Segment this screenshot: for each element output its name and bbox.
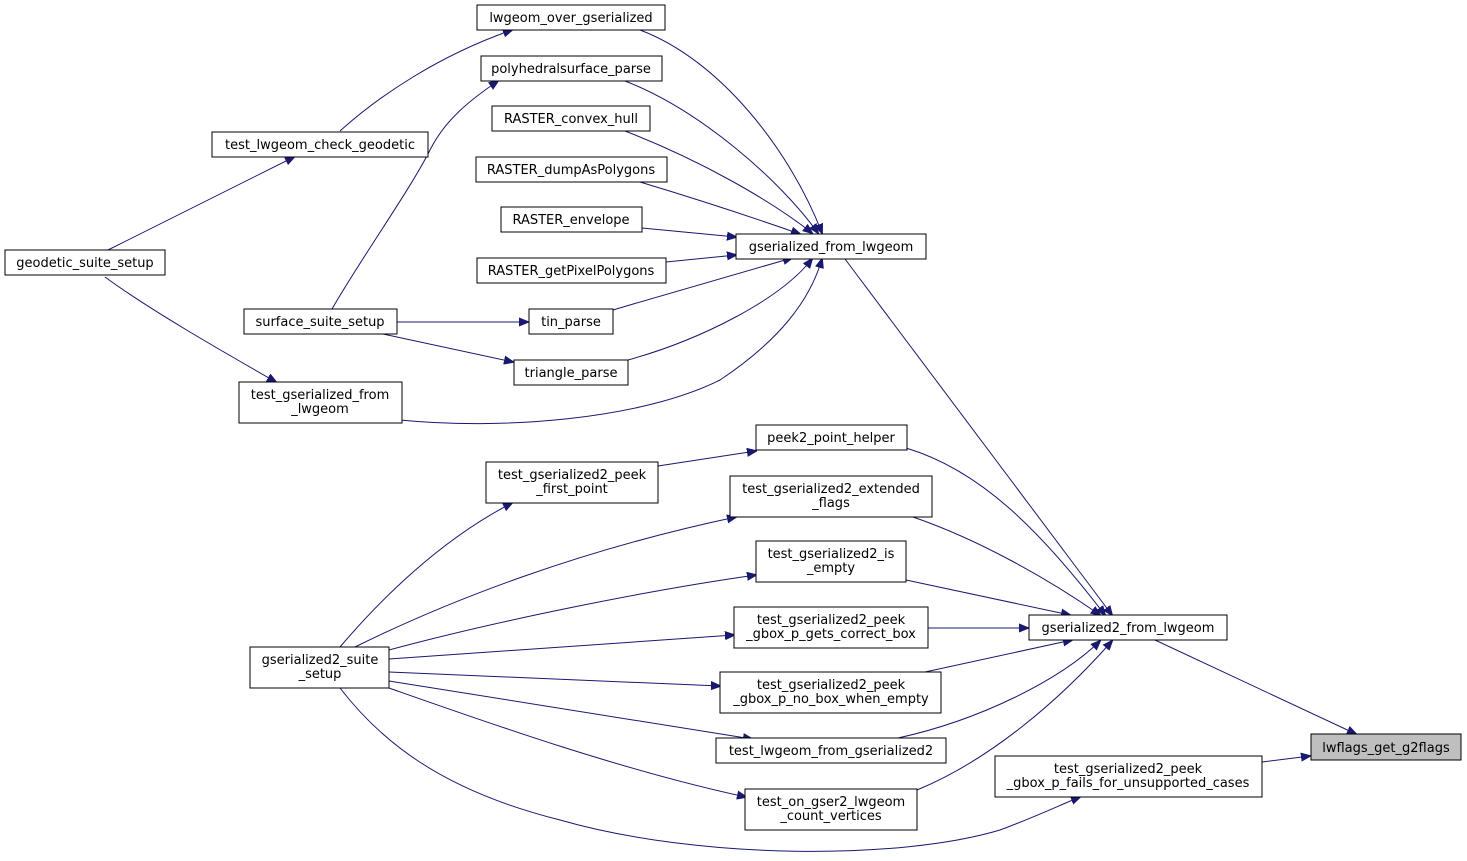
edge-raster-convex-hull-to-gserialized-from-lwgeom xyxy=(624,130,812,233)
node-test-gserialized2-extended-flags[interactable]: test_gserialized2_extended _flags xyxy=(729,475,933,518)
svg-text:_setup: _setup xyxy=(298,667,342,682)
node-test-lwgeom-check-geodetic[interactable]: test_lwgeom_check_geodetic xyxy=(211,131,429,158)
edge-test-gserialized-from-lwgeom-to-gserialized-from-lwgeom xyxy=(399,259,822,425)
edge-polyhedralsurface-parse-to-gserialized-from-lwgeom xyxy=(624,80,818,233)
edge-surface-suite-setup-to-polyhedralsurface-parse xyxy=(331,81,498,310)
node-peek2-point-helper[interactable]: peek2_point_helper xyxy=(755,424,908,451)
svg-text:_empty: _empty xyxy=(806,561,856,576)
svg-text:RASTER_getPixelPolygons: RASTER_getPixelPolygons xyxy=(488,264,655,279)
edge-suite-setup-to-gets-correct-box xyxy=(388,635,734,660)
svg-text:_flags: _flags xyxy=(811,496,850,511)
edge-triangle-parse-to-gserialized-from-lwgeom xyxy=(627,259,812,361)
svg-text:test_gserialized2_extended: test_gserialized2_extended xyxy=(742,482,920,497)
node-test-on-gser2-lwgeom-count-vertices[interactable]: test_on_gser2_lwgeom _count_vertices xyxy=(744,788,918,831)
svg-text:RASTER_envelope: RASTER_envelope xyxy=(512,213,629,228)
edge-suite-setup-to-test-lwgeom-from-gserialized2 xyxy=(388,680,752,739)
edge-lwgeom-over-gserialized-to-gserialized-from-lwgeom xyxy=(639,29,822,233)
svg-text:test_gserialized_from: test_gserialized_from xyxy=(251,388,389,403)
node-raster-getpixelpolygons[interactable]: RASTER_getPixelPolygons xyxy=(476,257,667,284)
node-gserialized-from-lwgeom[interactable]: gserialized_from_lwgeom xyxy=(735,233,927,260)
edge-geodetic-suite-setup-to-test-gserialized-from-lwgeom xyxy=(104,276,276,382)
svg-text:_lwgeom: _lwgeom xyxy=(290,402,349,417)
node-raster-dumpaspolygons[interactable]: RASTER_dumpAsPolygons xyxy=(475,156,668,183)
svg-text:peek2_point_helper: peek2_point_helper xyxy=(767,431,895,446)
svg-text:_first_point: _first_point xyxy=(535,482,608,497)
svg-text:lwgeom_over_gserialized: lwgeom_over_gserialized xyxy=(489,11,652,26)
edge-suite-setup-to-count-vertices xyxy=(388,687,746,797)
edge-fails-for-unsupported-to-lwflags-get-g2flags xyxy=(1261,756,1310,763)
edge-gserialized2-from-lwgeom-to-lwflags-get-g2flags xyxy=(1154,639,1356,734)
edge-peek-first-point-to-peek2-point-helper xyxy=(657,451,756,467)
node-raster-convex-hull[interactable]: RASTER_convex_hull xyxy=(491,105,651,132)
edge-geodetic-suite-setup-to-test-lwgeom-check-geodetic xyxy=(107,157,294,251)
node-test-gserialized2-is-empty[interactable]: test_gserialized2_is _empty xyxy=(755,540,907,583)
node-tin-parse[interactable]: tin_parse xyxy=(528,308,614,335)
edge-gserialized-from-lwgeom-to-gserialized2-from-lwgeom xyxy=(844,258,1112,615)
svg-text:triangle_parse: triangle_parse xyxy=(525,366,618,381)
svg-text:_gbox_p_fails_for_unsupported_: _gbox_p_fails_for_unsupported_cases xyxy=(1006,776,1250,791)
edge-raster-envelope-to-gserialized-from-lwgeom xyxy=(641,227,736,237)
node-test-gserialized2-peek-gbox-p-gets-correct-box[interactable]: test_gserialized2_peek _gbox_p_gets_corr… xyxy=(733,606,929,649)
svg-text:test_gserialized2_is: test_gserialized2_is xyxy=(768,547,895,562)
nodes: lwgeom_over_gserialized polyhedralsurfac… xyxy=(4,4,1462,831)
node-geodetic-suite-setup[interactable]: geodetic_suite_setup xyxy=(4,249,166,276)
edge-peek2-point-helper-to-gserialized2-from-lwgeom xyxy=(905,447,1105,615)
node-gserialized2-suite-setup[interactable]: gserialized2_suite _setup xyxy=(249,646,390,689)
svg-text:test_lwgeom_check_geodetic: test_lwgeom_check_geodetic xyxy=(225,138,415,153)
edge-surface-suite-setup-to-triangle-parse xyxy=(382,333,513,362)
edges xyxy=(104,29,1356,852)
node-test-gserialized2-peek-first-point[interactable]: test_gserialized2_peek _first_point xyxy=(485,461,659,504)
svg-text:gserialized2_from_lwgeom: gserialized2_from_lwgeom xyxy=(1042,621,1215,636)
node-triangle-parse[interactable]: triangle_parse xyxy=(513,359,629,386)
edge-count-vertices-to-gserialized2-from-lwgeom xyxy=(916,641,1112,791)
edge-test-lwgeom-check-geodetic-to-lwgeom-over-gserialized xyxy=(339,30,512,132)
svg-text:polyhedralsurface_parse: polyhedralsurface_parse xyxy=(491,62,651,77)
node-test-gserialized-from-lwgeom[interactable]: test_gserialized_from _lwgeom xyxy=(238,381,403,424)
edge-suite-setup-to-peek-first-point xyxy=(339,503,512,648)
edge-suite-setup-to-extended-flags xyxy=(354,517,736,648)
edge-suite-setup-to-fails-for-unsupported xyxy=(339,687,1080,852)
node-test-gserialized2-peek-gbox-p-fails-for-unsupported-cases[interactable]: test_gserialized2_peek _gbox_p_fails_for… xyxy=(994,755,1263,798)
edge-suite-setup-to-is-empty xyxy=(388,575,756,651)
svg-text:tin_parse: tin_parse xyxy=(541,315,601,330)
svg-text:test_gserialized2_peek: test_gserialized2_peek xyxy=(498,468,647,483)
node-test-lwgeom-from-gserialized2[interactable]: test_lwgeom_from_gserialized2 xyxy=(715,737,947,764)
svg-text:RASTER_convex_hull: RASTER_convex_hull xyxy=(504,112,638,127)
svg-text:gserialized2_suite: gserialized2_suite xyxy=(262,653,379,668)
svg-text:test_on_gser2_lwgeom: test_on_gser2_lwgeom xyxy=(757,795,905,810)
node-lwflags-get-g2flags[interactable]: lwflags_get_g2flags xyxy=(1310,733,1462,761)
node-surface-suite-setup[interactable]: surface_suite_setup xyxy=(243,308,398,335)
svg-text:test_gserialized2_peek: test_gserialized2_peek xyxy=(757,678,906,693)
svg-text:_gbox_p_no_box_when_empty: _gbox_p_no_box_when_empty xyxy=(732,692,929,707)
node-test-gserialized2-peek-gbox-p-no-box-when-empty[interactable]: test_gserialized2_peek _gbox_p_no_box_wh… xyxy=(719,671,942,714)
edge-raster-dumpaspolygons-to-gserialized-from-lwgeom xyxy=(639,181,800,234)
edge-test-lwgeom-from-gserialized2-to-gserialized2-from-lwgeom xyxy=(897,641,1100,739)
node-gserialized2-from-lwgeom[interactable]: gserialized2_from_lwgeom xyxy=(1028,614,1228,641)
svg-text:gserialized_from_lwgeom: gserialized_from_lwgeom xyxy=(749,240,914,255)
edge-tin-parse-to-gserialized-from-lwgeom xyxy=(612,258,792,311)
node-raster-envelope[interactable]: RASTER_envelope xyxy=(500,206,643,233)
svg-text:test_gserialized2_peek: test_gserialized2_peek xyxy=(757,613,906,628)
svg-text:lwflags_get_g2flags: lwflags_get_g2flags xyxy=(1322,741,1450,756)
svg-text:geodetic_suite_setup: geodetic_suite_setup xyxy=(16,256,153,271)
svg-text:_gbox_p_gets_correct_box: _gbox_p_gets_correct_box xyxy=(745,627,916,642)
svg-text:_count_vertices: _count_vertices xyxy=(779,809,882,824)
svg-text:test_gserialized2_peek: test_gserialized2_peek xyxy=(1054,762,1203,777)
svg-text:surface_suite_setup: surface_suite_setup xyxy=(255,315,384,330)
node-lwgeom-over-gserialized[interactable]: lwgeom_over_gserialized xyxy=(476,4,666,31)
edge-suite-setup-to-no-box-when-empty xyxy=(388,671,720,686)
edge-extended-flags-to-gserialized2-from-lwgeom xyxy=(912,516,1100,615)
svg-text:test_lwgeom_from_gserialized2: test_lwgeom_from_gserialized2 xyxy=(729,744,933,759)
edge-raster-getpixelpolygons-to-gserialized-from-lwgeom xyxy=(665,255,736,263)
edge-is-empty-to-gserialized2-from-lwgeom xyxy=(905,579,1070,615)
node-polyhedralsurface-parse[interactable]: polyhedralsurface_parse xyxy=(480,55,663,82)
edge-no-box-when-empty-to-gserialized2-from-lwgeom xyxy=(924,640,1072,673)
svg-text:RASTER_dumpAsPolygons: RASTER_dumpAsPolygons xyxy=(487,163,655,178)
